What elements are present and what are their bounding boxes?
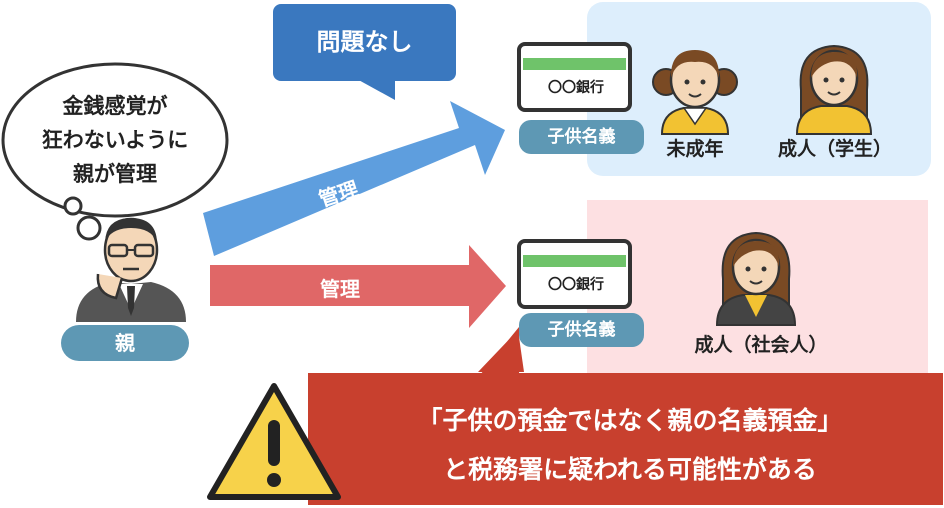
account-label-top: 子供名義 [519, 120, 644, 154]
person-minor-label: 未成年 [666, 138, 724, 160]
speech-line-3: 親が管理 [73, 162, 157, 186]
speech-line-2: 狂わないように [41, 128, 189, 152]
thought-bubble [1, 62, 229, 241]
warning-line-2: と税務署に疑われる可能性がある [443, 455, 817, 484]
warning-box [308, 327, 943, 505]
bank-card-bottom [517, 239, 632, 309]
manage-arrow-top [203, 101, 505, 256]
account-label-bottom: 子供名義 [519, 313, 644, 347]
parent-label: 親 [61, 325, 189, 361]
person-student-label: 成人（学生） [777, 138, 892, 160]
bank-name-bottom: 〇〇銀行 [548, 277, 604, 293]
ok-group-panel [587, 2, 931, 176]
warning-icon [207, 383, 341, 500]
warning-line-1: 「子供の預金ではなく親の名義預金」 [417, 406, 843, 435]
callout-ok-text: 問題なし [316, 28, 413, 56]
speech-line-1: 金銭感覚が [62, 94, 168, 118]
student-woman-avatar [795, 44, 873, 135]
person-worker-label: 成人（社会人） [694, 334, 828, 356]
minor-girl-avatar [652, 50, 738, 135]
arrow-bottom-label: 管理 [320, 277, 360, 301]
callout-bubble [273, 4, 456, 100]
manage-arrow-bottom [210, 245, 506, 328]
parent-avatar [76, 217, 186, 322]
bank-name-top: 〇〇銀行 [548, 80, 604, 96]
worker-woman-avatar [715, 231, 797, 326]
bank-card-top [517, 42, 632, 112]
